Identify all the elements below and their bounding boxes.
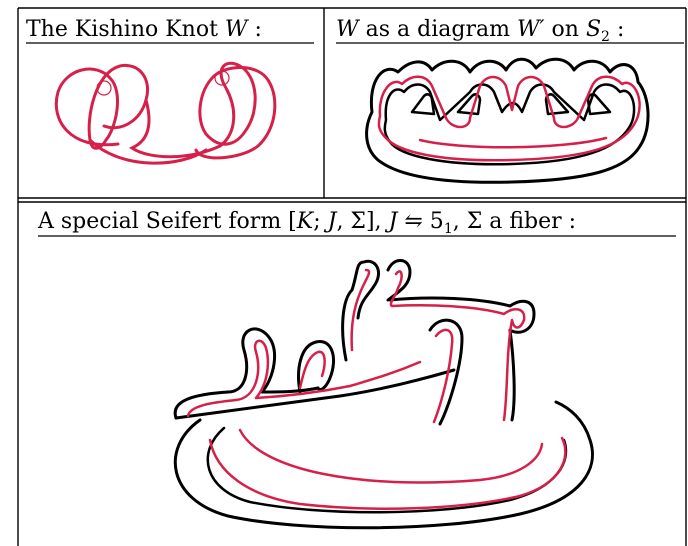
seifert-surface-drawing [173, 259, 594, 530]
surface-band-mid-loop [297, 340, 335, 394]
knot-right-lobe [194, 61, 277, 160]
s2-hole-1 [410, 93, 436, 116]
s2-hole-4 [586, 93, 612, 116]
surface-band-crossbar [174, 368, 456, 420]
panel3-caption: A special Seifert form [K; J, Σ], J ⇋ 51… [37, 209, 576, 237]
crossing-marker-left [96, 80, 112, 96]
seifert-knot-red [186, 268, 567, 510]
knot-lower-arc [88, 138, 208, 165]
s2-diagram-drawing [365, 57, 650, 184]
panel1-caption: The Kishino Knot W : [26, 17, 262, 42]
knot-middle-bridge [128, 98, 222, 159]
s2-inner-boundary [383, 83, 636, 166]
crossing-marker-right [214, 70, 230, 86]
surface-band-right-arch [388, 296, 536, 422]
knot-left-lobe [54, 63, 149, 150]
surface-band-left-loop [173, 327, 320, 420]
s2-knot-curve [377, 75, 641, 162]
crossing-markers [96, 70, 230, 96]
s2-outer-boundary [365, 57, 650, 184]
table-grid [17, 7, 687, 546]
surface-base [173, 400, 594, 530]
s2-knot-inner-arc [418, 136, 608, 149]
surface-band-right-loop [428, 318, 464, 426]
s2-hole-3 [544, 93, 570, 116]
panel2-caption: W as a diagram W′ on S2 : [336, 17, 624, 45]
kishino-knot-drawing [54, 61, 277, 165]
surface-base-inner [206, 426, 568, 514]
